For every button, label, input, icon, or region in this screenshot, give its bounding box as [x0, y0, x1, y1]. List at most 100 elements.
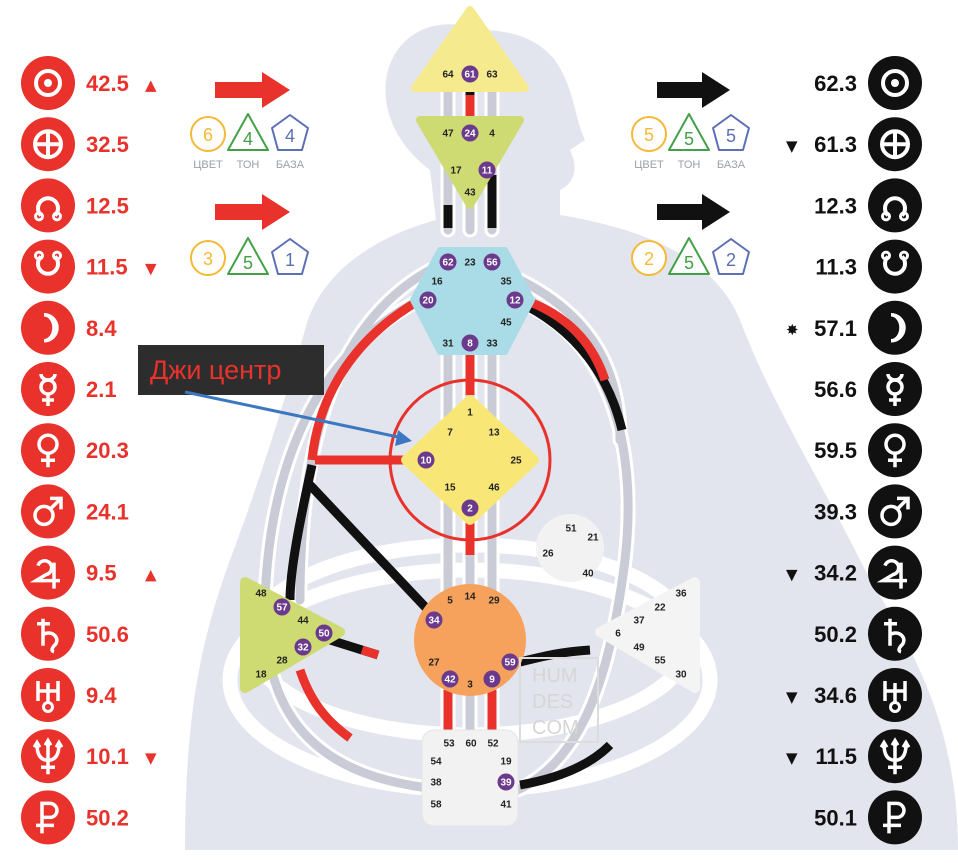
gate-number: 54 [430, 757, 442, 768]
design-fixing-mark: ▼ [145, 260, 157, 278]
gate-number: 59 [504, 658, 516, 669]
design-activation-value: 11.5 [86, 255, 128, 280]
gate-53: 53 [443, 739, 455, 750]
watermark-line-2: DES [532, 691, 573, 713]
gate-16: 16 [431, 277, 443, 288]
gate-number: 61 [464, 70, 476, 81]
gate-active-marker [461, 334, 479, 352]
annotation-arrow-line [184, 390, 404, 440]
gate-number: 62 [442, 258, 454, 269]
personality-arrow-bottom [657, 194, 730, 230]
watermark-line-3: COM [532, 717, 579, 739]
gate-48: 48 [255, 589, 267, 600]
mercury-icon-badge [21, 362, 75, 416]
gate-26: 26 [542, 549, 554, 560]
gate-58: 58 [430, 800, 442, 811]
gate-number: 33 [486, 339, 498, 350]
personality-row: 56.6 [814, 362, 922, 416]
personality-arrow-top [657, 72, 730, 108]
design-row: 8.4 [21, 300, 117, 355]
design-row: 11.5 ▼ [21, 239, 157, 294]
personality-activation-value: 11.3 [815, 255, 857, 280]
personality-fixing-mark: ▼ [786, 749, 798, 767]
gate-number: 11 [482, 166, 493, 177]
annotation-label-box [138, 345, 324, 395]
tone-value: 5 [243, 253, 253, 273]
personality-activation-value: 59.5 [814, 438, 857, 463]
design-row: 2.1 [21, 362, 117, 416]
gate-6: 6 [615, 629, 621, 640]
variable-label-color: ЦВЕТ [193, 159, 223, 171]
gate-number: 58 [430, 800, 442, 811]
design-row: 12.5 [21, 178, 129, 233]
south-node-icon-badge [21, 239, 75, 294]
gate-9: 9 [483, 670, 501, 688]
variable-label-tone: ТОН [237, 159, 260, 171]
base-pentagon-icon [712, 238, 750, 275]
gate-17: 17 [450, 166, 462, 177]
color-value: 5 [644, 125, 654, 145]
personality-row: 59.5 [814, 423, 922, 478]
gate-29: 29 [488, 596, 500, 607]
earth-icon [33, 129, 63, 160]
annotation-label: Джи центр [150, 355, 281, 385]
gate-number: 35 [500, 277, 512, 288]
watermark: HUM DES COM [519, 657, 599, 743]
design-arrow-top [215, 72, 290, 108]
gate-51: 51 [565, 524, 577, 535]
design-row: 50.2 [21, 790, 129, 845]
variable-label-color: ЦВЕТ [634, 159, 664, 171]
gate-number: 19 [500, 757, 512, 768]
gate-number: 36 [675, 589, 687, 600]
design-row: 24.1 [21, 484, 129, 539]
gate-number: 42 [444, 675, 456, 686]
gate-50: 50 [315, 624, 333, 642]
gate-37: 37 [633, 616, 645, 627]
personality-activation-value: 34.2 [814, 561, 857, 586]
gate-number: 18 [255, 670, 267, 681]
gate-number: 63 [486, 70, 498, 81]
gate-number: 4 [489, 129, 495, 140]
gate-59: 59 [501, 653, 519, 671]
gate-12: 12 [506, 291, 524, 309]
personality-activation-value: 34.6 [814, 683, 857, 708]
gate-number: 21 [587, 533, 599, 544]
design-fixing-mark: ▲ [145, 76, 157, 94]
design-row: 42.5▲ [21, 56, 157, 110]
design-activation-value: 20.3 [86, 438, 129, 463]
personality-activation-value: 11.5 [815, 744, 857, 769]
gate-44: 44 [297, 616, 309, 627]
personality-activation-value: 62.3 [814, 71, 857, 96]
personality-row: 11.3 [815, 239, 922, 294]
gate-number: 55 [654, 656, 666, 667]
design-row: 10.1▼ [21, 729, 157, 784]
mars-icon-badge [868, 484, 922, 539]
gate-7: 7 [447, 428, 453, 439]
gate-number: 34 [428, 616, 440, 627]
gate-8: 8 [461, 334, 479, 352]
gate-45: 45 [500, 318, 512, 329]
base-pentagon-icon [712, 114, 750, 151]
gate-60: 60 [465, 739, 477, 750]
color-circle-icon [631, 240, 667, 276]
watermark-line-1: HUM [532, 665, 578, 687]
gate-number: 32 [297, 643, 309, 654]
gate-3: 3 [467, 680, 473, 691]
personality-row: 50.2 [814, 606, 922, 661]
color-circle-icon [631, 116, 667, 152]
gate-active-marker [419, 291, 437, 309]
gate-27: 27 [428, 658, 440, 669]
spleen-center [240, 577, 345, 693]
centers [240, 6, 700, 827]
gate-13: 13 [488, 428, 500, 439]
design-activation-value: 8.4 [86, 316, 117, 341]
personality-row: 12.3 [814, 178, 922, 233]
personality-fixing-mark: ▼ [786, 688, 798, 706]
personality-row: 62.3 [814, 56, 922, 110]
gate-42: 42 [441, 670, 459, 688]
